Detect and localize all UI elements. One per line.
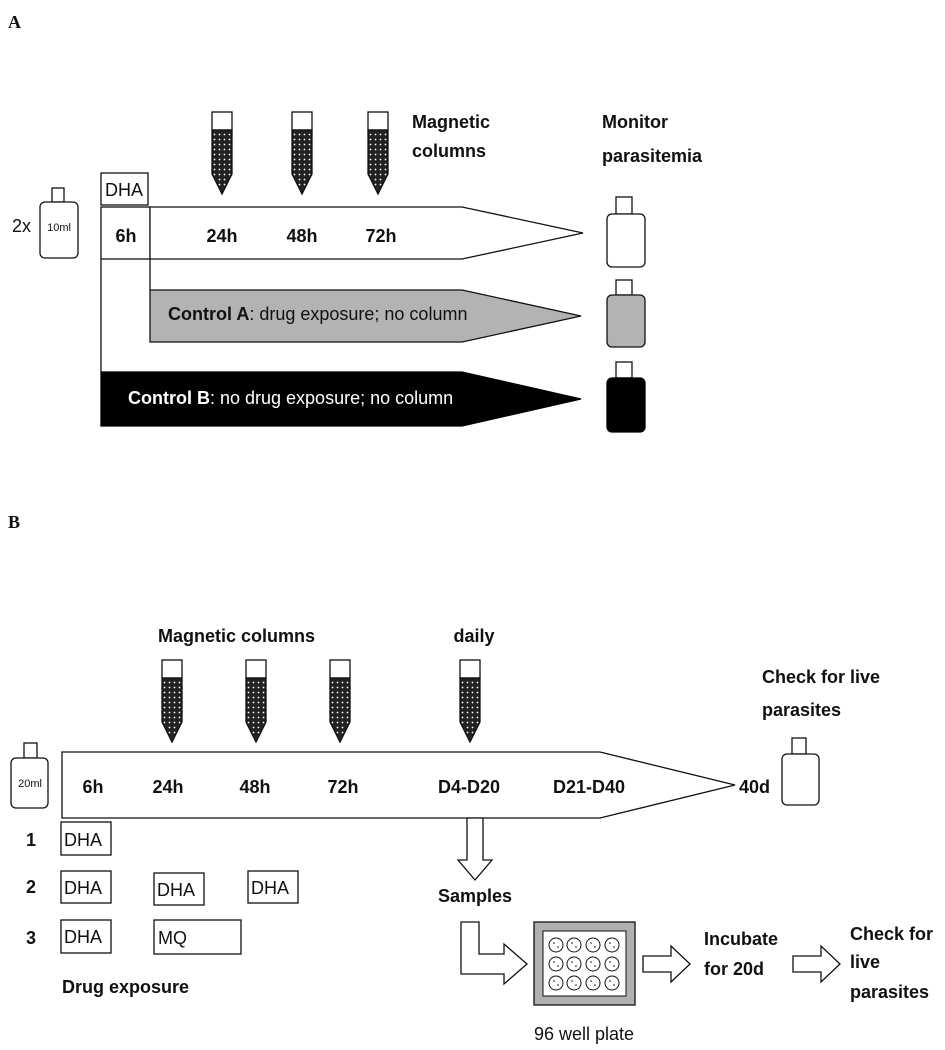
arrow-bent-icon (460, 921, 528, 986)
dha-box (100, 172, 149, 206)
time-label-72h: 72h (327, 777, 358, 797)
magnetic-columns-label: Magnetic columns (158, 626, 315, 646)
monitor-label-line1: Monitor (602, 112, 668, 132)
drug-label: DHA (64, 878, 102, 898)
time-label-6h: 6h (82, 777, 103, 797)
well-plate-icon (533, 921, 636, 1006)
magnetic-column-icon (459, 659, 481, 743)
magnetic-column-icon (161, 659, 183, 743)
drug-box (60, 919, 112, 954)
main-timeline-arrow (149, 206, 584, 260)
end-label-40d: 40d (739, 777, 770, 797)
magnetic-column-icon (367, 111, 389, 195)
arrow-right-icon (792, 944, 841, 984)
drug-box (153, 919, 242, 955)
control-b-title: Control B (128, 388, 210, 408)
control-a-label: Control A: drug exposure; no column (168, 304, 467, 324)
time-label-48h: 48h (286, 226, 317, 246)
check-live-label-line2: parasites (762, 700, 841, 720)
panel-b-letter: B (8, 512, 20, 532)
magnetic-column-icon (291, 111, 313, 195)
drug-label: MQ (158, 928, 187, 948)
time-label-48h: 48h (239, 777, 270, 797)
flask-end-icon (781, 737, 820, 806)
final-check-line1: Check for (850, 924, 933, 944)
control-b-description: : no drug exposure; no column (210, 388, 453, 408)
incubate-label-line1: Incubate (704, 929, 778, 949)
plate-label: 96 well plate (534, 1024, 634, 1044)
panel-a-letter: A (8, 12, 21, 32)
dha-label: DHA (105, 180, 143, 200)
control-a-arrow (149, 289, 582, 343)
flask-multiplier-label: 2x (12, 216, 31, 236)
arrow-right-icon (642, 944, 691, 984)
drug-box (153, 872, 205, 906)
drug-label: DHA (157, 880, 195, 900)
regimen-number: 3 (26, 928, 36, 948)
time-label-6h: 6h (115, 226, 136, 246)
flask-10ml-icon (39, 187, 79, 259)
drug-exposure-label: Drug exposure (62, 977, 189, 997)
flask-20ml-icon (10, 742, 49, 809)
time-label-72h: 72h (365, 226, 396, 246)
daily-label: daily (453, 626, 494, 646)
flask-volume-label: 10ml (47, 222, 71, 234)
drug-box (60, 821, 112, 856)
final-check-line2: live (850, 952, 880, 972)
final-check-line3: parasites (850, 982, 929, 1002)
monitor-label-line2: parasitemia (602, 146, 703, 166)
control-b-arrow (100, 371, 582, 427)
incubate-label-line2: for 20d (704, 959, 764, 979)
check-live-label-line1: Check for live (762, 667, 880, 687)
control-b-label: Control B: no drug exposure; no column (128, 388, 453, 408)
flask-volume-label: 20ml (18, 778, 42, 790)
time-label-d4-d20: D4-D20 (438, 777, 500, 797)
drug-box (60, 870, 112, 904)
magnetic-label-line2: columns (412, 141, 486, 161)
drug-box (247, 870, 299, 904)
control-a-title: Control A (168, 304, 249, 324)
flask-black-icon (606, 361, 646, 433)
magnetic-column-icon (329, 659, 351, 743)
timeline-arrow (61, 751, 736, 819)
regimen-number: 1 (26, 830, 36, 850)
control-a-description: : drug exposure; no column (249, 304, 467, 324)
arrow-down-icon (456, 817, 494, 882)
flask-gray-icon (606, 279, 646, 348)
drug-label: DHA (64, 830, 102, 850)
time-label-24h: 24h (152, 777, 183, 797)
samples-label: Samples (438, 886, 512, 906)
time-label-d21-d40: D21-D40 (553, 777, 625, 797)
time-label-24h: 24h (206, 226, 237, 246)
magnetic-column-icon (245, 659, 267, 743)
magnetic-column-icon (211, 111, 233, 195)
flask-white-icon (606, 196, 646, 268)
drug-label: DHA (64, 927, 102, 947)
drug-label: DHA (251, 878, 289, 898)
regimen-number: 2 (26, 877, 36, 897)
magnetic-label-line1: Magnetic (412, 112, 490, 132)
